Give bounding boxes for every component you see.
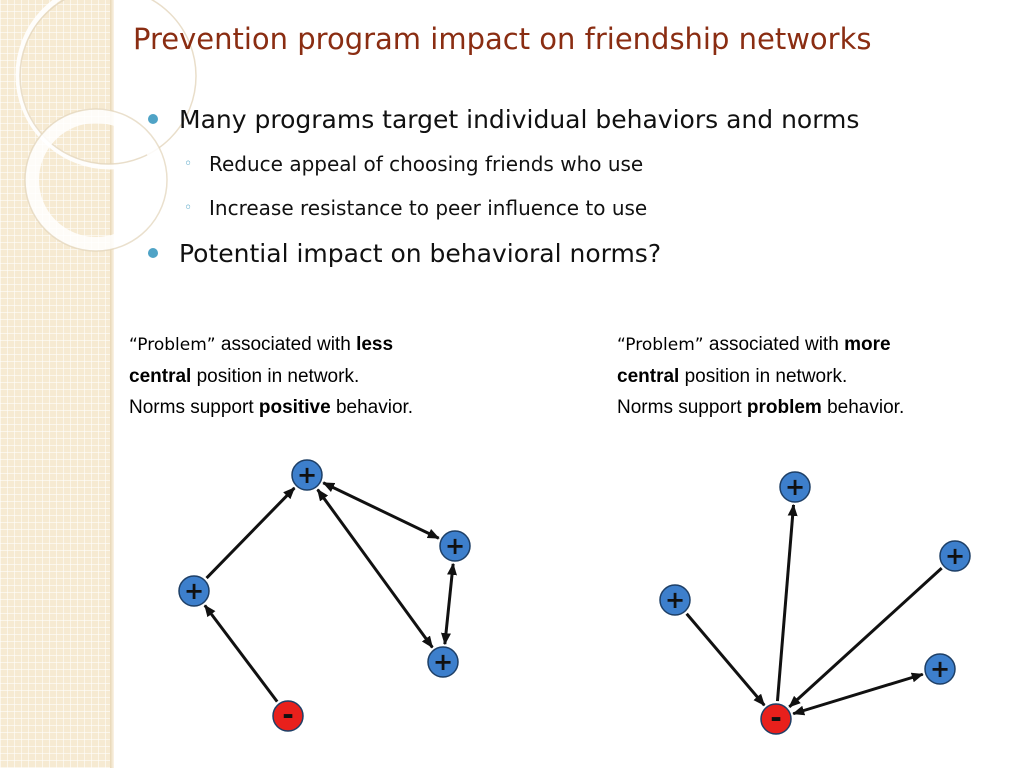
bullet-dot-icon [148, 114, 158, 124]
node-symbol: + [665, 586, 685, 614]
decorative-rings [15, 0, 205, 252]
bullet-text: Many programs target individual behavior… [179, 105, 860, 134]
bullet-item: Many programs target individual behavior… [148, 98, 1008, 142]
network-edge-arrow [441, 562, 457, 646]
sub-bullet-text: Increase resistance to peer influence to… [209, 196, 648, 220]
node-symbol: + [945, 542, 965, 570]
network-edge-arrow [316, 488, 434, 649]
sub-bullet-text: Reduce appeal of choosing friends who us… [209, 152, 644, 176]
caption-line: Norms support positive behavior. [129, 397, 414, 418]
sub-bullet-ring-icon: ◦ [184, 156, 193, 172]
slide-title: Prevention program impact on friendship … [133, 22, 872, 56]
bullet-list: Many programs target individual behavior… [148, 98, 1008, 276]
positive-node: + [939, 540, 971, 572]
node-symbol: + [930, 655, 950, 683]
network-edge-arrow [775, 503, 798, 702]
node-symbol: + [184, 577, 204, 605]
caption-line: “Problem” associated with less [129, 334, 394, 355]
network-edge-arrow [205, 486, 296, 580]
network-edge-arrow [685, 612, 766, 707]
bullet-dot-icon [148, 248, 158, 258]
caption-line: Norms support problem behavior. [617, 397, 905, 418]
sub-bullet-item: ◦ Reduce appeal of choosing friends who … [148, 142, 1008, 186]
sub-bullet-item: ◦ Increase resistance to peer influence … [148, 186, 1008, 230]
positive-node: + [659, 584, 691, 616]
band-edge [110, 0, 114, 768]
node-symbol: - [770, 701, 782, 734]
problem-node: - [272, 698, 304, 732]
positive-node: + [291, 459, 323, 491]
positive-node: + [178, 575, 210, 607]
bullet-text: Potential impact on behavioral norms? [179, 239, 662, 268]
caption-line: “Problem” associated with more [617, 334, 891, 355]
node-symbol: + [445, 532, 465, 560]
caption-line: central position in network. [129, 366, 360, 387]
positive-node: + [779, 471, 811, 503]
node-symbol: + [297, 461, 317, 489]
network-edge-arrow [788, 567, 943, 708]
sub-bullet-ring-icon: ◦ [184, 200, 193, 216]
node-symbol: - [282, 698, 294, 731]
positive-node: + [924, 653, 956, 685]
left-network-caption: “Problem” associated with less central p… [129, 329, 413, 423]
network-edge-arrow [203, 604, 279, 703]
bullet-item: Potential impact on behavioral norms? [148, 232, 1008, 276]
node-symbol: + [785, 473, 805, 501]
caption-line: central position in network. [617, 366, 848, 387]
problem-node: - [760, 701, 792, 735]
network-edge-arrow [322, 481, 440, 540]
positive-node: + [439, 530, 471, 562]
positive-node: + [427, 646, 459, 678]
right-network-caption: “Problem” associated with more central p… [617, 329, 904, 423]
node-symbol: + [433, 648, 453, 676]
network-edge-arrow [792, 672, 924, 716]
